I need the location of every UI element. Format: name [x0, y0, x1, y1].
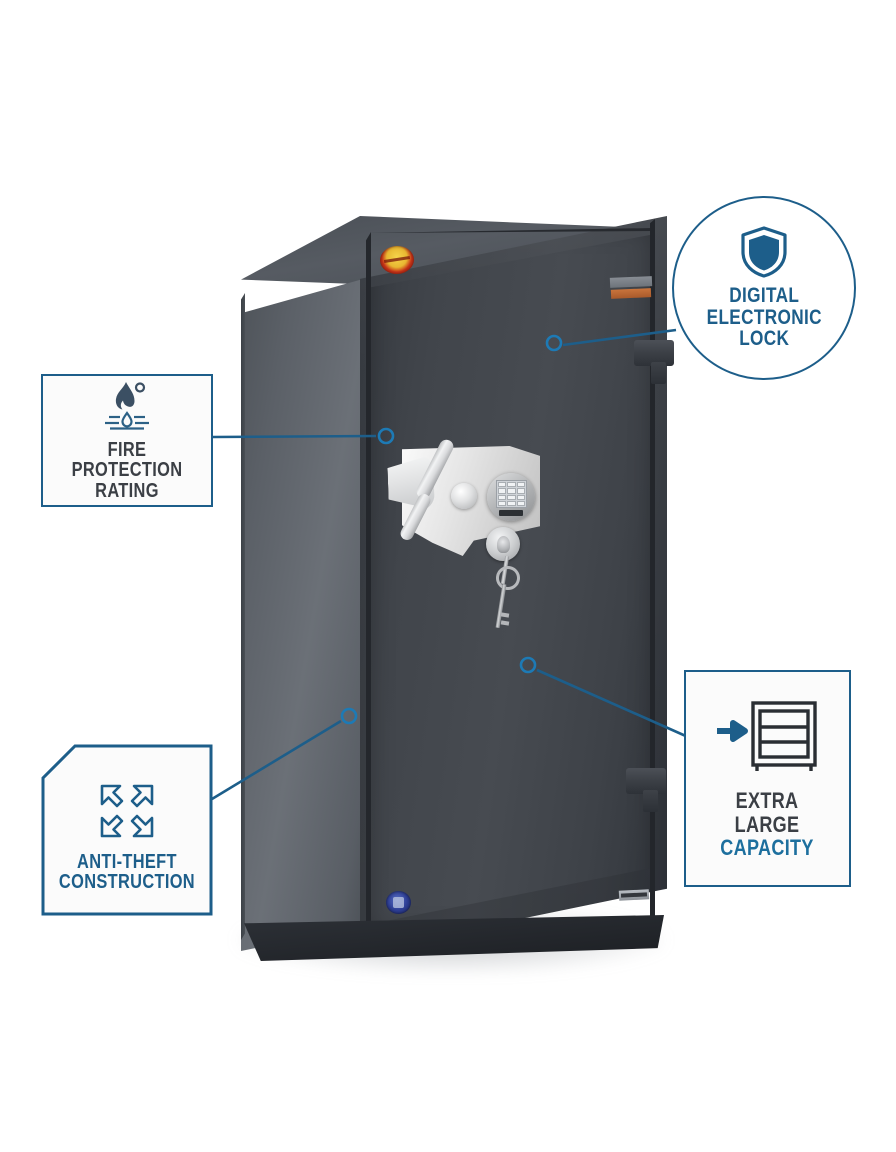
- keypad-key: [498, 482, 507, 488]
- callout-label-anti-theft-construction: ANTI-THEFT CONSTRUCTION: [58, 850, 196, 893]
- callout-extra-large-capacity[interactable]: EXTRA LARGE CAPACITY: [684, 670, 851, 887]
- callout-label-digital-electronic-lock: DIGITAL ELECTRONIC LOCK: [706, 284, 822, 351]
- keypad-key: [507, 482, 516, 488]
- capacity-label-line-1: EXTRA: [736, 787, 799, 813]
- keypad-key: [516, 488, 525, 494]
- keypad-display: [499, 510, 523, 516]
- keypad-key: [498, 500, 507, 506]
- keypad-key: [498, 494, 507, 500]
- safe-door-panel: [371, 234, 652, 924]
- safe-hinge-bottom: [626, 768, 666, 812]
- callout-anti-theft-construction[interactable]: ANTI-THEFT CONSTRUCTION: [41, 744, 213, 916]
- anti-theft-badge-frame: [41, 744, 213, 916]
- safe-side-panel: [241, 279, 363, 951]
- door-gap-left: [366, 232, 371, 930]
- keypad-key: [507, 488, 516, 494]
- shield-icon: [741, 226, 787, 278]
- callout-fire-protection-rating[interactable]: FIRE PROTECTION RATING: [41, 374, 213, 507]
- callout-digital-electronic-lock[interactable]: DIGITAL ELECTRONIC LOCK: [672, 196, 856, 380]
- capacity-label-line-2: LARGE: [735, 811, 800, 837]
- keypad-key: [507, 500, 516, 506]
- callout-label-extra-large-capacity: EXTRA LARGE CAPACITY: [710, 789, 824, 860]
- door-gap-top: [369, 228, 653, 233]
- expand-arrows-icon: [100, 784, 154, 837]
- keypad-key: [516, 494, 525, 500]
- model-nameplate: [618, 889, 650, 901]
- handle-hub: [451, 483, 477, 509]
- digital-keypad: [496, 480, 527, 508]
- callout-label-fire-protection-rating: FIRE PROTECTION RATING: [71, 438, 183, 502]
- shelf-with-arrow-icon: [716, 701, 817, 771]
- safe-side-edge: [241, 293, 245, 940]
- door-gap-right: [650, 219, 655, 935]
- brand-decal-plate: [609, 276, 653, 288]
- keypad-key: [516, 482, 525, 488]
- keypad-key: [507, 494, 516, 500]
- certification-emblem: [386, 891, 411, 914]
- flame-with-droplet-icon: [105, 381, 149, 430]
- key-cylinder: [486, 527, 520, 561]
- keypad-key: [516, 500, 525, 506]
- safe-hinge-top: [634, 340, 674, 384]
- keypad-key: [498, 488, 507, 494]
- capacity-label-line-3: CAPACITY: [720, 835, 815, 861]
- brand-decal-bar: [610, 288, 652, 299]
